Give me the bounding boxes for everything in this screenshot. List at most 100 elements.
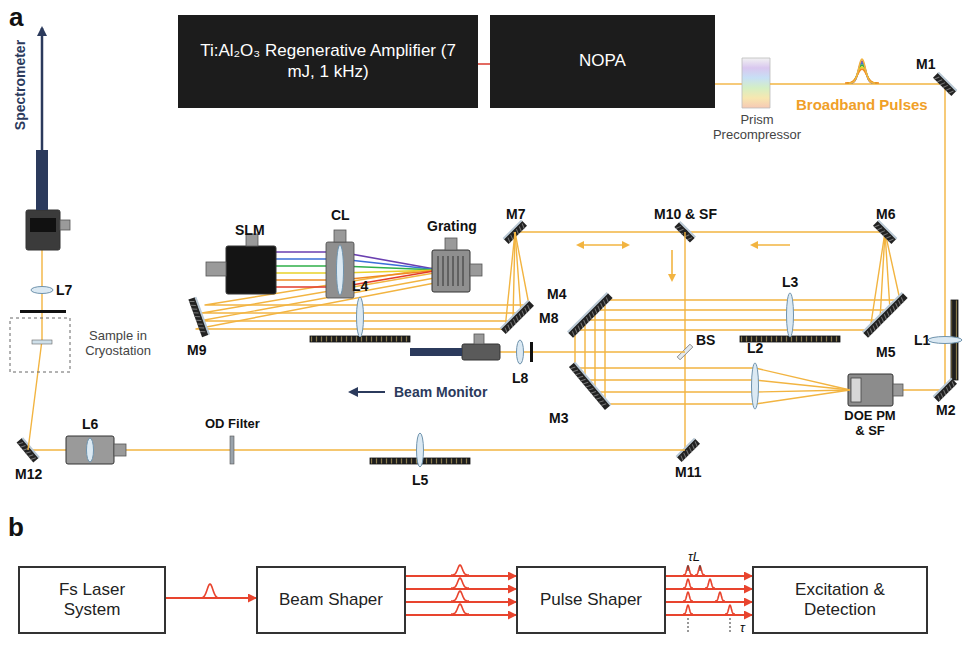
pulse-arrow — [666, 588, 752, 590]
node-text: Fs Laser System — [30, 580, 154, 621]
mirror-hatch — [688, 447, 693, 452]
broadband-pulse-icon — [845, 69, 879, 83]
output-arrow — [41, 28, 44, 150]
laser-beam — [585, 232, 885, 390]
od-filter — [230, 436, 234, 464]
pulse-arrow — [666, 601, 752, 603]
sample — [32, 340, 52, 344]
camera-body — [410, 348, 462, 356]
laser-beam — [28, 250, 42, 450]
mirror-hatch — [585, 317, 590, 322]
mirror — [862, 292, 908, 338]
part-label: Sample in Cryostation — [76, 329, 160, 359]
mirror-mount — [501, 301, 534, 334]
mirror-hatch — [593, 393, 598, 398]
part-label: OD Filter — [205, 417, 260, 432]
mirror-hatch — [872, 326, 877, 331]
camera-mount — [462, 344, 500, 360]
mirror-surface — [676, 438, 696, 458]
grating-groove — [448, 256, 449, 286]
part-label: M6 — [876, 206, 895, 222]
grating-groove — [458, 256, 459, 286]
pulse-arrow — [666, 614, 752, 616]
lens — [357, 297, 364, 337]
grating-groove — [453, 256, 454, 286]
mirror-hatch — [518, 226, 523, 231]
lens — [787, 293, 794, 337]
part-label: M4 — [547, 286, 566, 302]
pulse-shape — [683, 592, 693, 601]
part-label: Spectrometer — [12, 40, 28, 130]
pulse-arrow — [666, 575, 752, 577]
mirror-hatch — [889, 309, 894, 314]
laser-beam — [515, 231, 885, 232]
pulse-shape — [715, 592, 725, 601]
mirror-hatch — [20, 444, 25, 449]
grating-groove — [463, 256, 464, 286]
mirror-hatch — [891, 306, 896, 311]
mirror-hatch — [506, 325, 511, 330]
lens — [928, 337, 962, 344]
mirror — [933, 378, 957, 402]
part-label: CL — [331, 207, 350, 223]
pulse-shape — [451, 591, 469, 601]
mirror-hatch — [200, 330, 205, 334]
nopa-box: NOPA — [490, 15, 715, 108]
mirror-hatch — [26, 450, 31, 455]
mirror-hatch — [682, 453, 687, 458]
laser-beam — [684, 232, 685, 450]
part-label: L7 — [56, 282, 72, 298]
mirror-hatch — [591, 390, 596, 395]
mirror-hatch — [943, 84, 948, 89]
mirror-hatch — [599, 399, 604, 404]
part-label: M5 — [876, 344, 895, 360]
part-label: Beam Monitor — [394, 384, 487, 400]
micrometer-knob — [474, 334, 484, 344]
mirror-hatch — [588, 387, 593, 392]
mirror-hatch — [192, 307, 197, 311]
mirror-surface — [933, 378, 953, 398]
broadband-pulse-icon — [849, 59, 875, 83]
mirror-hatch — [937, 78, 942, 83]
lens — [752, 363, 759, 409]
mirror-hatch — [883, 314, 888, 319]
mirror-hatch — [676, 225, 681, 230]
part-label: M8 — [539, 310, 558, 326]
mirror-hatch — [883, 232, 888, 237]
grating-groove — [438, 256, 439, 286]
mirror-hatch — [193, 311, 198, 315]
slit — [20, 310, 66, 313]
mirror-hatch — [196, 319, 201, 323]
pulse-shape — [683, 605, 693, 614]
grating-groove — [443, 256, 444, 286]
process-box: Pulse Shaper — [516, 566, 666, 634]
mirror-hatch — [894, 303, 899, 308]
laser-beam — [595, 232, 890, 392]
mirror-hatch — [687, 236, 692, 241]
part-label: L3 — [782, 274, 798, 290]
pulse-arrow — [406, 588, 516, 590]
fiber-coupler — [36, 150, 48, 210]
micrometer-knob — [470, 264, 482, 276]
mirror-hatch — [28, 453, 33, 458]
part-label: M2 — [936, 402, 955, 418]
part-label: M10 & SF — [654, 206, 717, 222]
mirror-hatch — [504, 328, 509, 333]
lens — [87, 438, 94, 462]
mirror-hatch — [691, 444, 696, 449]
node-text: Ti:Al₂O₃ Regenerative Amplifier (7 mJ, 1… — [188, 41, 468, 82]
laser-beam — [196, 232, 515, 329]
mirror-hatch — [680, 456, 685, 461]
mirror-hatch — [942, 390, 947, 395]
lens — [31, 287, 53, 294]
mirror-hatch — [869, 328, 874, 333]
mirror-mount — [933, 73, 956, 96]
laser-beam — [575, 232, 885, 390]
mirror-hatch — [946, 87, 951, 92]
part-label: DOE PM & SF — [838, 409, 902, 439]
mirror-hatch — [602, 300, 607, 305]
mirror-hatch — [521, 224, 526, 229]
spatial-light-modulator — [226, 246, 276, 294]
mirror-hatch — [573, 369, 578, 374]
